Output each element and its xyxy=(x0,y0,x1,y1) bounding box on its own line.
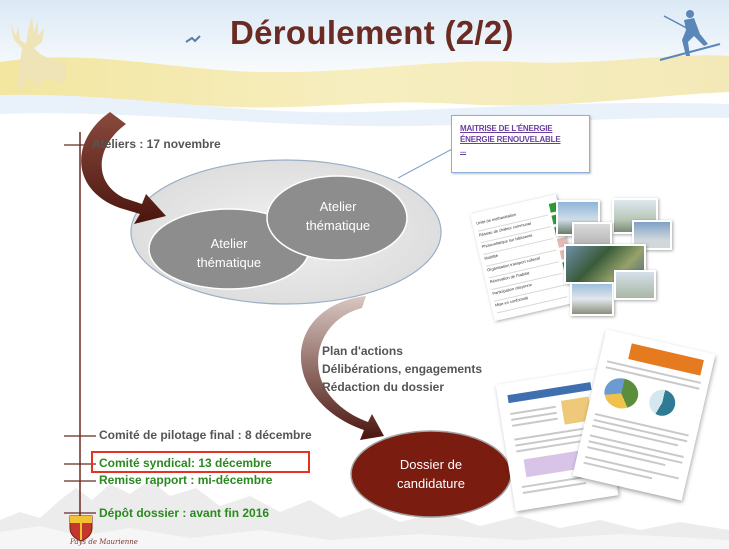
energy-callout: MAITRISE DE L'ÉNERGIE ÉNERGIE RENOUVELAB… xyxy=(451,115,590,173)
atelier-label-2-line1: Atelier xyxy=(319,199,357,214)
callout-connector xyxy=(397,147,455,179)
callout-line-3: ... xyxy=(460,146,467,155)
atelier-label-1-line2: thématique xyxy=(196,255,262,270)
document-donut-chart xyxy=(646,387,678,419)
timeline-item-remise-rapport: Remise rapport : mi-décembre xyxy=(99,473,273,487)
mountains-foreground xyxy=(0,526,729,549)
coat-of-arms-icon xyxy=(69,515,93,542)
atelier-ellipse-2 xyxy=(266,175,408,261)
document-header-banner xyxy=(628,343,704,376)
bird-icon xyxy=(185,35,201,43)
document-pie-chart xyxy=(601,374,642,412)
atelier-label-1: Atelier thématique xyxy=(182,234,276,272)
indicator-label: Unité de méthanisation xyxy=(475,211,517,226)
highlight-box xyxy=(91,451,310,473)
dossier-label-line1: Dossier de xyxy=(399,457,463,472)
atelier-label-1-line1: Atelier xyxy=(210,236,248,251)
photo-facility xyxy=(614,270,656,300)
mountains-background xyxy=(0,480,729,549)
plan-line-2: Délibérations, engagements xyxy=(322,362,483,376)
atelier-label-2: Atelier thématique xyxy=(291,197,385,235)
flow-arrow-2 xyxy=(300,296,384,440)
deer-silhouette-icon xyxy=(10,16,66,88)
timeline-item-comite-syndical: Comité syndical: 13 décembre xyxy=(99,456,272,470)
header-yellow-band xyxy=(0,55,729,108)
flow-arrow-1 xyxy=(81,112,166,224)
emblem-caption: Pays de Maurienne xyxy=(70,538,138,546)
skier-icon xyxy=(659,10,721,61)
plan-text: Plan d'actions Délibérations, engagement… xyxy=(322,342,482,396)
photo-house xyxy=(570,282,614,316)
callout-line-2: ÉNERGIE RENOUVELABLE xyxy=(460,135,561,144)
timeline-item-comite-pilotage: Comité de pilotage final : 8 décembre xyxy=(99,428,312,442)
plan-line-1: Plan d'actions xyxy=(322,344,403,358)
timeline-item-ateliers: Ateliers : 17 novembre xyxy=(92,137,221,151)
dossier-label: Dossier de candidature xyxy=(371,455,491,493)
slide-title: Déroulement (2/2) xyxy=(230,14,514,51)
dossier-label-line2: candidature xyxy=(397,476,465,491)
timeline-item-depot-dossier: Dépôt dossier : avant fin 2016 xyxy=(99,506,270,520)
plan-line-3: Rédaction du dossier xyxy=(322,380,445,394)
callout-line-1: MAITRISE DE L'ÉNERGIE xyxy=(460,124,553,133)
atelier-label-2-line2: thématique xyxy=(305,218,371,233)
